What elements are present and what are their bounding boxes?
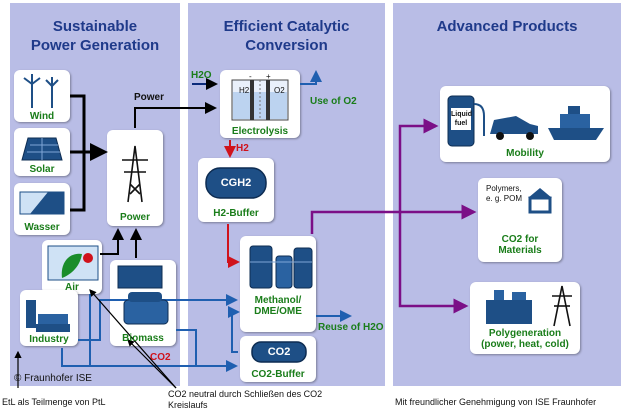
co2-neutral-note: CO2 neutral durch Schließen des CO2 Krei… <box>168 389 323 410</box>
permission-note: Mit freundlicher Genehmigung von ISE Fra… <box>395 397 597 407</box>
biomass-label: Biomass <box>122 333 164 344</box>
water-label: Wasser <box>24 222 60 233</box>
power-arrow-label: Power <box>134 92 165 103</box>
car-icon <box>490 116 538 140</box>
polygeneration-pylon-icon <box>552 285 572 327</box>
air-label: Air <box>65 282 79 293</box>
wind-box <box>14 70 70 122</box>
o2-electrode-tag: O2 <box>274 86 285 95</box>
power-plant-icon <box>486 290 532 324</box>
etl-note: EtL als Teilmenge von PtL <box>2 397 106 407</box>
wind-label: Wind <box>29 111 55 122</box>
house-icon <box>528 188 552 214</box>
methanol-label: Methanol/ DME/OME <box>254 295 302 317</box>
power-label: Power <box>119 212 150 223</box>
use-of-o2-label: Use of O2 <box>310 96 357 107</box>
renewables-to-power-connector <box>70 94 108 212</box>
co2-buffer-to-methanol-arrow <box>228 306 240 353</box>
h2o-in-label: H2O <box>191 70 212 81</box>
reuse-h2o-label: Reuse of H2O <box>318 322 384 333</box>
o2-out-arrow <box>300 70 322 85</box>
minus-terminal: - <box>249 72 252 81</box>
polymers-label: Polymers, e. g. POM <box>486 184 523 203</box>
co2-materials-box <box>478 178 562 262</box>
liquid-fuel-label: Liquid fuel <box>451 111 472 127</box>
cgh2-tank-label: CGH2 <box>220 177 252 189</box>
h2-arrow-label: H2 <box>236 143 249 154</box>
co2-materials-label: CO2 for Materials <box>498 234 542 256</box>
power-to-electrolysis-arrow <box>134 102 217 128</box>
co2-tank-label: CO2 <box>267 346 291 358</box>
ship-icon <box>548 106 604 140</box>
h2-buffer-label: H2-Buffer <box>213 208 259 219</box>
methanol-plant-icon <box>249 245 313 289</box>
biomass-plant-icon <box>117 265 169 325</box>
product-distribution-arrows <box>310 118 477 314</box>
polygeneration-label: Polygeneration (power, heat, cold) <box>481 328 569 350</box>
co2-red-label: CO2 <box>150 352 171 363</box>
solar-label: Solar <box>29 164 55 175</box>
plus-terminal: + <box>266 72 271 81</box>
cgh2-tank-icon <box>205 167 267 199</box>
electrolysis-cell-icon <box>231 79 289 121</box>
co2-neutral-pointer-arrows <box>89 289 177 389</box>
mobility-label: Mobility <box>506 148 544 159</box>
air-to-power-arrow <box>100 228 124 255</box>
co2-buffer-label: CO2-Buffer <box>251 369 305 380</box>
pylon-icon <box>122 145 148 203</box>
dam-icon <box>19 191 65 215</box>
co2-collection-lines <box>61 294 238 372</box>
electrolysis-label: Electrolysis <box>231 126 289 137</box>
factory-icon <box>26 300 70 332</box>
co2-tank-icon <box>251 341 307 363</box>
copyright-label: © Fraunhofer ISE <box>14 373 92 384</box>
air-leaf-icon <box>47 245 99 281</box>
industry-label: Industry <box>29 334 69 345</box>
advanced-products-title: Advanced Products <box>436 18 578 35</box>
h2-electrode-tag: H2 <box>239 86 250 95</box>
solar-panel-icon <box>21 137 63 161</box>
h2-buffer-to-methanol-arrow <box>227 224 240 268</box>
wind-turbine-icon <box>23 74 59 108</box>
fuel-pump-icon <box>447 95 485 147</box>
